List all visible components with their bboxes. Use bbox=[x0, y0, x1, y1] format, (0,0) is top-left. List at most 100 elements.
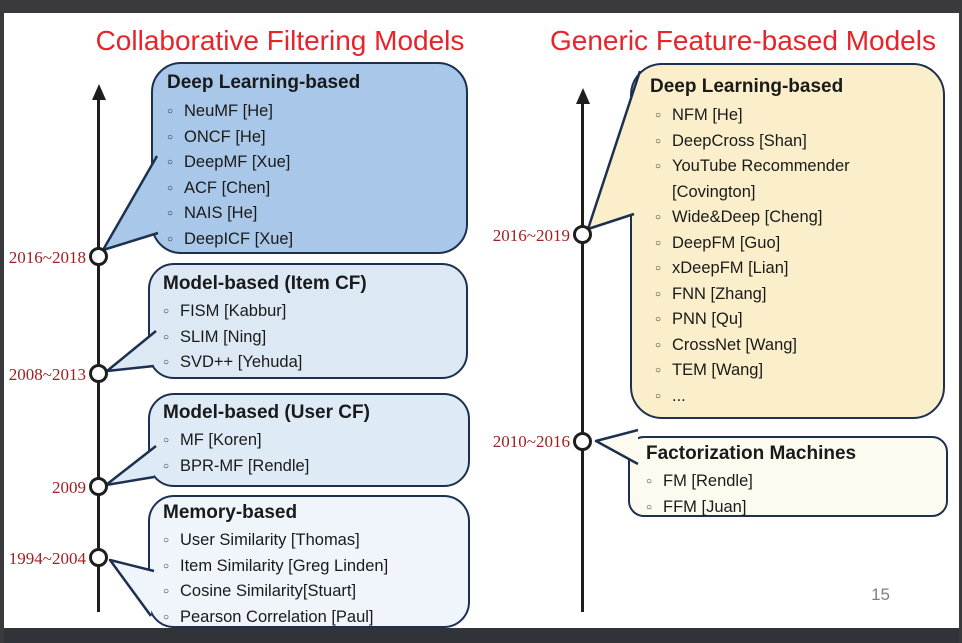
circle-bullet-icon: ○ bbox=[655, 135, 662, 147]
item-text: NeuMF [He] bbox=[184, 102, 273, 120]
item-text: SVD++ [Yehuda] bbox=[180, 353, 303, 371]
item-text: NAIS [He] bbox=[184, 204, 258, 222]
circle-bullet-icon: ○ bbox=[655, 110, 662, 121]
list-item: ○SLIM [Ning] bbox=[163, 325, 456, 351]
list-item: ○ Cosine Similarity[Stuart] bbox=[163, 579, 458, 605]
circle-bullet-icon: ○ bbox=[655, 161, 662, 172]
timeline-right-arrow-icon bbox=[576, 88, 590, 104]
title-generic-feature-based: Generic Feature-based Models bbox=[550, 25, 936, 56]
item-text: FFM [Juan] bbox=[663, 497, 747, 516]
date-1994-2004: 1994~2004 bbox=[8, 549, 86, 568]
item-text: xDeepFM [Lian] bbox=[672, 259, 789, 277]
bubble-title: Factorization Machines bbox=[646, 443, 857, 464]
bubble-factorization-machines: Factorization Machines ○ FM [Rendle] ○ FFM… bbox=[628, 436, 948, 517]
item-text: Pearson Correlation [Paul] bbox=[180, 607, 374, 626]
timeline-node-2009 bbox=[89, 477, 108, 496]
list-item: ○ FISM [Kabbur] bbox=[163, 299, 456, 325]
list-item: ○ PNN [Qu] bbox=[650, 307, 933, 333]
timeline-node-1994-2004 bbox=[89, 548, 108, 567]
circle-bullet-icon: ○ bbox=[163, 460, 170, 472]
item-text: MF [Koren] bbox=[180, 431, 262, 449]
circle-bullet-icon: ○ bbox=[163, 560, 170, 572]
timeline-node-2008-2013 bbox=[89, 364, 108, 383]
circle-bullet-icon: ○ bbox=[167, 157, 174, 168]
circle-bullet-icon: ○ bbox=[163, 331, 170, 343]
item-text: DeepMF [Xue] bbox=[184, 153, 291, 171]
circle-bullet-icon: ○ bbox=[655, 390, 662, 402]
date-2016-2019: 2016~2019 bbox=[492, 226, 570, 245]
date-2009: 2009 bbox=[52, 478, 86, 497]
bubble-item-list: ○ FM [Rendle] ○FFM [Juan] bbox=[646, 469, 936, 520]
circle-bullet-icon: ○ bbox=[163, 306, 170, 317]
item-text: Item Similarity [Greg Linden] bbox=[180, 556, 389, 575]
circle-bullet-icon: ○ bbox=[646, 476, 653, 487]
list-item: ○ DeepMF [Xue] bbox=[167, 150, 456, 176]
list-item: ○ DeepCross [Shan] bbox=[650, 129, 933, 155]
item-text: DeepFM [Guo] bbox=[672, 233, 781, 252]
window-frame-top bbox=[0, 0, 962, 13]
list-item: ○ FNN [Zhang] bbox=[650, 282, 933, 308]
list-item: ○ACF [Chen] bbox=[167, 176, 456, 202]
item-text: FNN [Zhang] bbox=[672, 284, 767, 303]
circle-bullet-icon: ○ bbox=[163, 435, 170, 446]
list-item: ○ NeuMF [He] bbox=[167, 99, 456, 125]
list-item: ○DeepICF [Xue] bbox=[167, 227, 456, 253]
bubble-model-based-item-cf: Model-based (Item CF) ○FISM [Kabbur] ○SL… bbox=[148, 263, 468, 379]
item-text: FISM [Kabbur] bbox=[180, 302, 287, 320]
circle-bullet-icon: ○ bbox=[163, 535, 170, 546]
bubble-title: Model-based (User CF) bbox=[163, 402, 370, 423]
date-2008-2013: 2008~2013 bbox=[8, 365, 86, 384]
bubble-item-list: ○ User Similarity [Thomas] ○ Item Similari… bbox=[163, 528, 458, 630]
circle-bullet-icon: ○ bbox=[167, 106, 174, 117]
date-2010-2016: 2010~2016 bbox=[492, 432, 570, 451]
bubble-memory-based: Memory-based ○User Similarity [Thomas] ○… bbox=[148, 495, 470, 628]
bubble-item-list: ○ FISM [Kabbur] ○SLIM [Ning] ○ SVD++ [Yehu… bbox=[163, 299, 456, 376]
list-item: ○ BPR-MF [Rendle] bbox=[163, 454, 458, 480]
item-text: DeepCross [Shan] bbox=[672, 131, 807, 150]
circle-bullet-icon: ○ bbox=[163, 357, 170, 368]
timeline-node-2010-2016 bbox=[573, 432, 592, 451]
circle-bullet-icon: ○ bbox=[655, 237, 662, 249]
list-item: ○ xDeepFM [Lian] bbox=[650, 256, 933, 282]
bubble-title: Deep Learning-based bbox=[167, 72, 361, 93]
date-2016-2018: 2016~2018 bbox=[8, 248, 86, 267]
item-text: User Similarity [Thomas] bbox=[180, 531, 360, 549]
page-number: 15 bbox=[871, 585, 890, 604]
title-collaborative-filtering: Collaborative Filtering Models bbox=[95, 25, 465, 56]
item-text: Cosine Similarity[Stuart] bbox=[180, 582, 357, 600]
list-item: ○ FM [Rendle] bbox=[646, 469, 936, 495]
list-item: ○ SVD++ [Yehuda] bbox=[163, 350, 456, 376]
item-text: TEM [Wang] bbox=[672, 361, 764, 379]
bubble-tail bbox=[101, 155, 159, 252]
item-text: CrossNet [Wang] bbox=[672, 335, 798, 354]
bubble-item-list: ○NeuMF [He] ○ONCF [He] ○DeepMF [Xue] ○AC… bbox=[167, 99, 456, 252]
list-item: ○FFM [Juan] bbox=[646, 495, 936, 521]
list-item: ○NFM [He] bbox=[650, 103, 933, 129]
circle-bullet-icon: ○ bbox=[655, 314, 662, 325]
list-item: ○ YouTube Recommender [Covington] bbox=[650, 154, 933, 205]
list-item: ○ MF [Koren] bbox=[163, 428, 458, 454]
item-text: PNN [Qu] bbox=[672, 310, 743, 328]
item-text: FM [Rendle] bbox=[663, 472, 753, 490]
timeline-left-line bbox=[97, 98, 100, 612]
circle-bullet-icon: ○ bbox=[167, 131, 174, 143]
window-frame-right bbox=[959, 0, 962, 643]
list-item: ○ TEM [Wang] bbox=[650, 358, 933, 384]
circle-bullet-icon: ○ bbox=[655, 288, 662, 300]
circle-bullet-icon: ○ bbox=[655, 263, 662, 274]
circle-bullet-icon: ○ bbox=[163, 586, 170, 597]
item-text: ACF [Chen] bbox=[184, 178, 271, 197]
item-text: BPR-MF [Rendle] bbox=[180, 456, 310, 475]
list-item: ○NAIS [He] bbox=[167, 201, 456, 227]
bubble-fb-deep-learning: Deep Learning-based ○NFM [He] ○DeepCross… bbox=[630, 63, 945, 419]
circle-bullet-icon: ○ bbox=[167, 233, 174, 245]
list-item: ○ Item Similarity [Greg Linden] bbox=[163, 554, 458, 580]
item-text: ONCF [He] bbox=[184, 127, 266, 146]
list-item: ○Pearson Correlation [Paul] bbox=[163, 605, 458, 631]
timeline-left-arrow-icon bbox=[92, 84, 106, 100]
list-item: ○ ONCF [He] bbox=[167, 125, 456, 151]
item-text: YouTube Recommender [Covington] bbox=[672, 157, 850, 201]
circle-bullet-icon: ○ bbox=[655, 365, 662, 376]
timeline-right-line bbox=[581, 103, 584, 612]
